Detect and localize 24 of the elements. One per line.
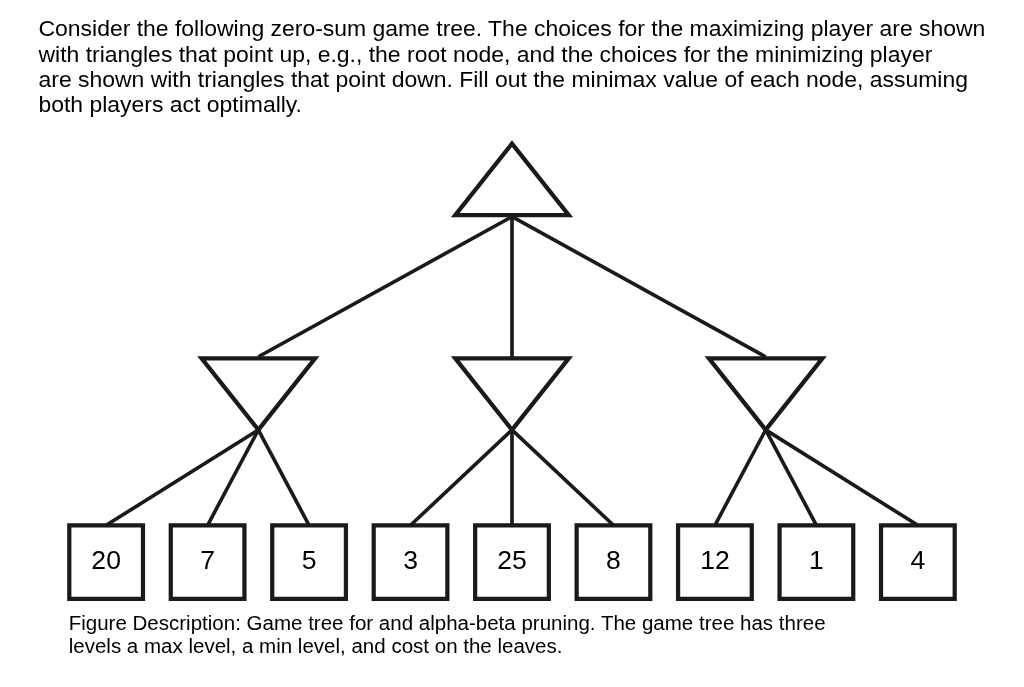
node-triangle [450,140,574,218]
connector [105,428,260,527]
connector [510,428,615,527]
node-box: 3 [371,523,450,602]
connector [409,428,514,527]
connector [713,429,768,527]
node-box: 8 [574,523,653,602]
connector [510,429,514,526]
caption: Figure Description: Game tree for and alpha-beta pruning. The game tree has three levels a max level, a min level, and cost on the leaves. [68,610,826,657]
node-box: 25 [473,523,551,602]
node-box: 1 [777,523,856,602]
node-box: 20 [67,523,146,602]
connector [257,215,513,359]
connector [510,216,514,357]
diagram-title: Consider the following zero-sum game tree. The choices for the maximizing player are shown with triangles that point up, e.g., the root node, and the choices for the minimizing player are shown with triangles that point down. Fill out the minimax value of each node, assuming both players act optimally. [38,15,986,118]
connector [511,215,767,359]
node-box: 7 [168,523,247,602]
connector [206,429,260,527]
connector [256,429,311,527]
node-box: 12 [675,523,754,602]
node-box: 4 [878,523,957,602]
node-box: 5 [270,523,349,602]
connector [764,429,818,527]
connector [764,428,919,527]
